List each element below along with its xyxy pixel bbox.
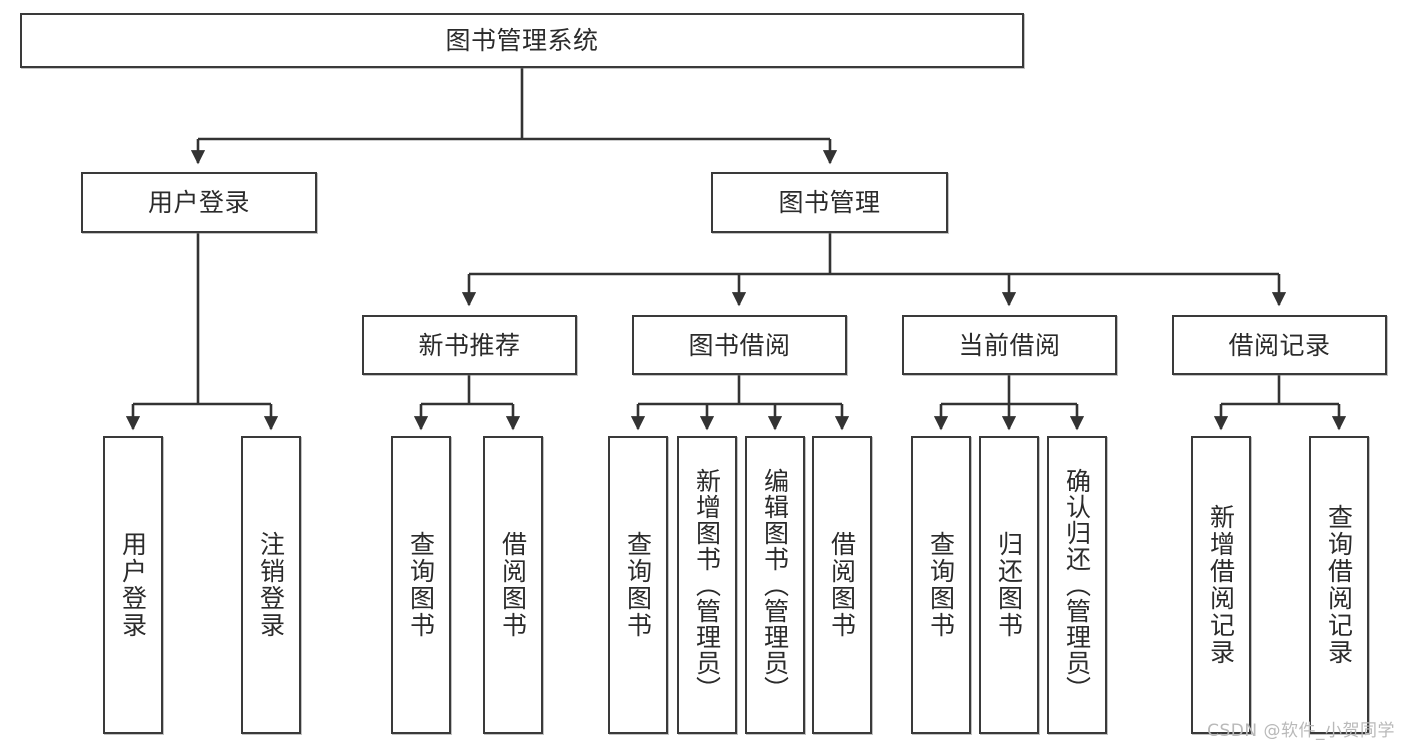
leaf-borrow-book-1[interactable]: 借阅图书 xyxy=(483,436,543,734)
leaf-query-book-2[interactable]: 查询图书 xyxy=(608,436,668,734)
node-label: 借阅记录 xyxy=(1228,330,1331,360)
leaf-return-book[interactable]: 归还图书 xyxy=(979,436,1039,734)
node-label: 查询图书 xyxy=(926,531,956,639)
leaf-confirm-return-admin[interactable]: 确认归还（管理员） xyxy=(1047,436,1107,734)
node-new-book-recommendation[interactable]: 新书推荐 xyxy=(362,315,577,375)
leaf-query-book-3[interactable]: 查询图书 xyxy=(911,436,971,734)
leaf-query-borrow-record[interactable]: 查询借阅记录 xyxy=(1309,436,1369,734)
node-label: 图书管理 xyxy=(778,188,881,217)
node-current-borrowing[interactable]: 当前借阅 xyxy=(902,315,1117,375)
node-label: 归还图书 xyxy=(994,531,1024,639)
node-label: 确认归还（管理员） xyxy=(1062,468,1092,702)
node-label: 当前借阅 xyxy=(958,330,1061,360)
node-label: 查询图书 xyxy=(406,531,436,639)
node-borrow-records[interactable]: 借阅记录 xyxy=(1172,315,1387,375)
leaf-add-borrow-record[interactable]: 新增借阅记录 xyxy=(1191,436,1251,734)
node-label: 图书借阅 xyxy=(688,330,791,360)
node-label: 新增借阅记录 xyxy=(1206,504,1236,666)
node-label: 新增图书（管理员） xyxy=(692,468,722,702)
node-label: 查询借阅记录 xyxy=(1324,504,1354,666)
leaf-borrow-book-2[interactable]: 借阅图书 xyxy=(812,436,872,734)
node-label: 编辑图书（管理员） xyxy=(760,468,790,702)
node-book-borrowing[interactable]: 图书借阅 xyxy=(632,315,847,375)
node-label: 用户登录 xyxy=(118,531,148,639)
node-label: 新书推荐 xyxy=(418,330,521,360)
leaf-query-book-1[interactable]: 查询图书 xyxy=(391,436,451,734)
node-label: 注销登录 xyxy=(256,531,286,639)
node-label: 图书管理系统 xyxy=(445,26,599,55)
leaf-logout[interactable]: 注销登录 xyxy=(241,436,301,734)
leaf-edit-book-admin[interactable]: 编辑图书（管理员） xyxy=(745,436,805,734)
csdn-watermark: CSDN @软件_小贺同学 xyxy=(1207,721,1395,741)
leaf-user-login[interactable]: 用户登录 xyxy=(103,436,163,734)
node-label: 用户登录 xyxy=(147,188,250,217)
node-root-book-management-system[interactable]: 图书管理系统 xyxy=(20,13,1024,68)
node-book-management[interactable]: 图书管理 xyxy=(711,172,948,233)
node-label: 借阅图书 xyxy=(498,531,528,639)
leaf-add-book-admin[interactable]: 新增图书（管理员） xyxy=(677,436,737,734)
node-label: 查询图书 xyxy=(623,531,653,639)
node-label: 借阅图书 xyxy=(827,531,857,639)
node-user-login[interactable]: 用户登录 xyxy=(81,172,317,233)
